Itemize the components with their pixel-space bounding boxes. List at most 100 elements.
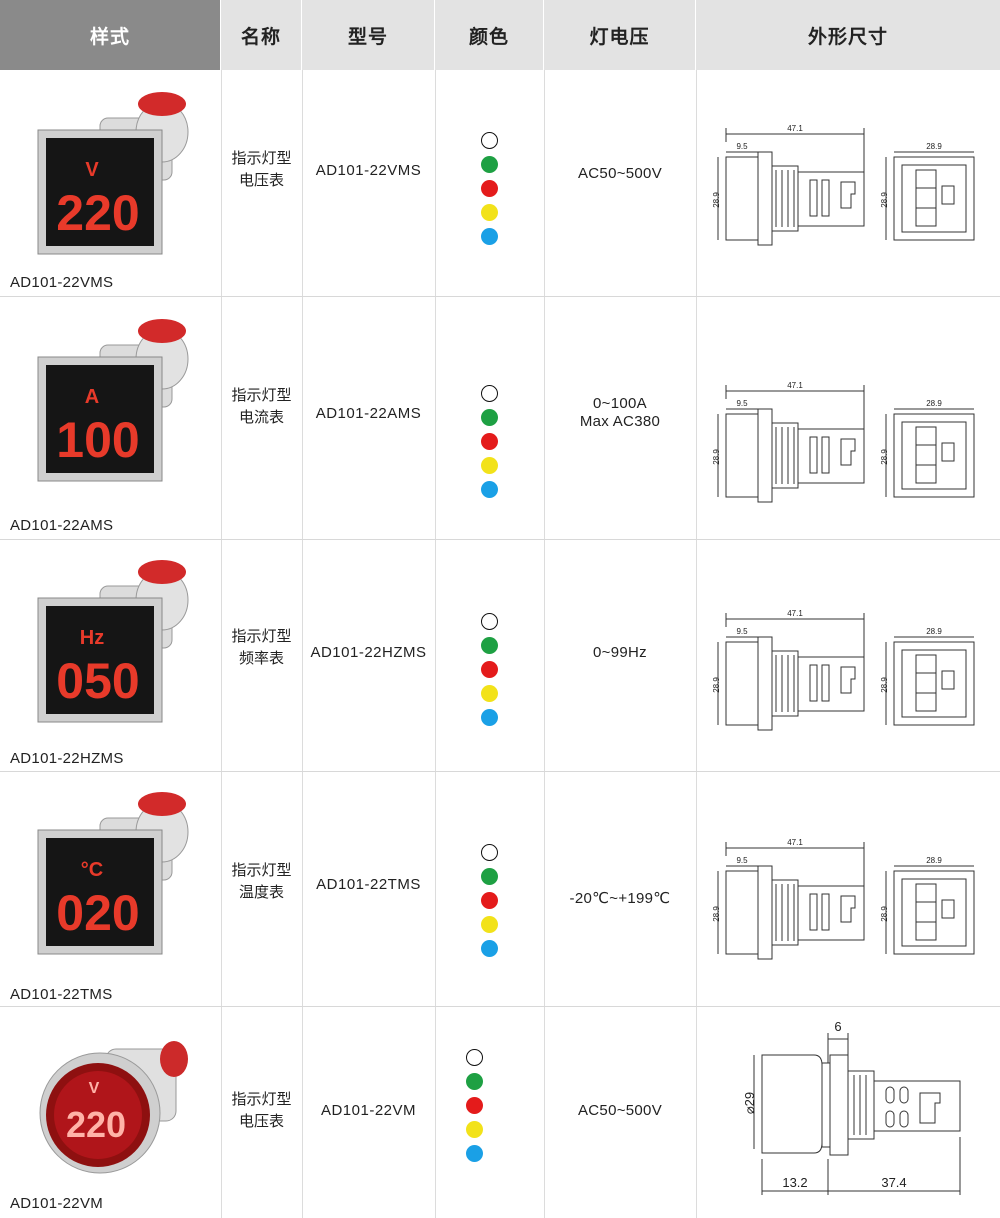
table-row: Hz 050 AD101-22HZMS 指示灯型频率表 AD101-22HZMS… xyxy=(0,540,1000,772)
dimension-drawing: 47.1 9.5 28.9 28.9 28.9 xyxy=(712,381,975,503)
dim-left: 13.2 xyxy=(782,1175,807,1190)
display-digits: 220 xyxy=(66,1104,126,1145)
header-model: 型号 xyxy=(302,0,435,70)
color-yellow xyxy=(481,204,498,221)
color-white xyxy=(466,1049,483,1066)
display-digits: 020 xyxy=(56,885,139,941)
color-options xyxy=(481,613,498,726)
product-caption: AD101-22VMS xyxy=(10,274,114,291)
dim-height-front: 28.9 xyxy=(880,192,889,208)
display-digits: 220 xyxy=(56,185,139,241)
dimension-drawing: 47.1 9.5 28.9 28.9 28.9 xyxy=(712,838,975,960)
display-digits: 050 xyxy=(56,653,139,709)
display-unit: °C xyxy=(81,859,103,881)
dim-height-front: 28.9 xyxy=(880,906,889,922)
dim-width: 28.9 xyxy=(926,399,942,408)
display-unit: V xyxy=(85,159,99,181)
color-red xyxy=(466,1097,483,1114)
dim-top: 6 xyxy=(834,1019,841,1034)
color-blue xyxy=(481,228,498,245)
color-blue xyxy=(481,709,498,726)
table-row: A 100 AD101-22AMS 指示灯型电流表 AD101-22AMS 0~… xyxy=(0,297,1000,540)
product-caption: AD101-22VM xyxy=(10,1195,104,1212)
product-name: 指示灯型温度表 xyxy=(231,862,292,901)
product-image-round-meter: V 220 xyxy=(39,1041,188,1174)
product-caption: AD101-22HZMS xyxy=(10,750,124,767)
header-dimensions: 外形尺寸 xyxy=(696,0,1000,70)
color-red xyxy=(481,180,498,197)
dim-width: 28.9 xyxy=(926,142,942,151)
dim-height: 28.9 xyxy=(712,192,721,208)
dim-front: 9.5 xyxy=(736,399,748,408)
product-image-square-meter: A 100 xyxy=(37,319,189,482)
color-white xyxy=(481,385,498,402)
product-voltage: 0~99Hz xyxy=(593,644,647,661)
color-red xyxy=(481,892,498,909)
color-yellow xyxy=(466,1121,483,1138)
color-white xyxy=(481,613,498,630)
product-image-square-meter: V 220 xyxy=(37,92,189,255)
color-blue xyxy=(466,1145,483,1162)
product-model: AD101-22VM xyxy=(320,1102,417,1119)
dim-front: 9.5 xyxy=(736,856,748,865)
dim-front: 9.5 xyxy=(736,627,748,636)
dim-right: 37.4 xyxy=(881,1175,906,1190)
header-color: 颜色 xyxy=(435,0,544,70)
product-voltage: AC50~500V xyxy=(577,1102,662,1119)
dim-height-front: 28.9 xyxy=(880,449,889,465)
color-red xyxy=(481,661,498,678)
dim-height: 28.9 xyxy=(712,677,721,693)
dim-total: 47.1 xyxy=(787,381,803,390)
color-green xyxy=(481,156,498,173)
dim-total: 47.1 xyxy=(787,609,803,618)
color-yellow xyxy=(481,457,498,474)
product-voltage: -20℃~+199℃ xyxy=(569,890,671,907)
product-image-square-meter: °C 020 xyxy=(37,792,189,955)
product-caption: AD101-22TMS xyxy=(10,986,113,1003)
product-name: 指示灯型电压表 xyxy=(231,1091,292,1130)
dim-height: 28.9 xyxy=(712,906,721,922)
product-caption: AD101-22AMS xyxy=(10,517,114,534)
dim-front: 9.5 xyxy=(736,142,748,151)
dim-height: 28.9 xyxy=(712,449,721,465)
product-model: AD101-22HZMS xyxy=(310,644,427,661)
dimension-drawing-round: 6 ⌀29 13.2 37.4 xyxy=(742,1019,961,1195)
table-row: V 220 AD101-22VM 指示灯型电压表 AD101-22VM AC50… xyxy=(0,1007,1000,1218)
table-row: V 220 AD101-22VMS 指示灯型电压表 AD101-22VMS AC… xyxy=(0,70,1000,297)
color-white xyxy=(481,844,498,861)
table-row: °C 020 AD101-22TMS 指示灯型温度表 AD101-22TMS -… xyxy=(0,772,1000,1007)
color-white xyxy=(481,132,498,149)
display-digits: 100 xyxy=(56,412,139,468)
product-image-square-meter: Hz 050 xyxy=(37,560,189,723)
product-voltage: AC50~500V xyxy=(577,165,662,182)
header-style: 样式 xyxy=(0,0,221,70)
dim-width: 28.9 xyxy=(926,856,942,865)
display-unit: Hz xyxy=(80,627,104,649)
color-options xyxy=(481,132,498,245)
color-options xyxy=(481,385,498,498)
color-blue xyxy=(481,481,498,498)
color-green xyxy=(481,637,498,654)
color-yellow xyxy=(481,685,498,702)
color-yellow xyxy=(481,916,498,933)
dim-height-front: 28.9 xyxy=(880,677,889,693)
dim-total: 47.1 xyxy=(787,124,803,133)
dimension-drawing: 47.1 9.5 28.9 28.9 28.9 xyxy=(712,609,975,731)
product-model: AD101-22AMS xyxy=(315,405,422,422)
dim-width: 28.9 xyxy=(926,627,942,636)
color-green xyxy=(481,868,498,885)
product-model: AD101-22TMS xyxy=(316,876,421,893)
product-name: 指示灯型电压表 xyxy=(231,150,292,189)
product-name: 指示灯型频率表 xyxy=(231,628,292,667)
color-red xyxy=(481,433,498,450)
display-unit: A xyxy=(85,386,99,408)
color-options xyxy=(466,1049,483,1162)
dim-total: 47.1 xyxy=(787,838,803,847)
product-name: 指示灯型电流表 xyxy=(231,387,292,426)
dimension-drawing: 47.1 9.5 28.9 28.9 28.9 xyxy=(712,124,975,246)
color-green xyxy=(481,409,498,426)
color-blue xyxy=(481,940,498,957)
product-model: AD101-22VMS xyxy=(315,162,422,179)
